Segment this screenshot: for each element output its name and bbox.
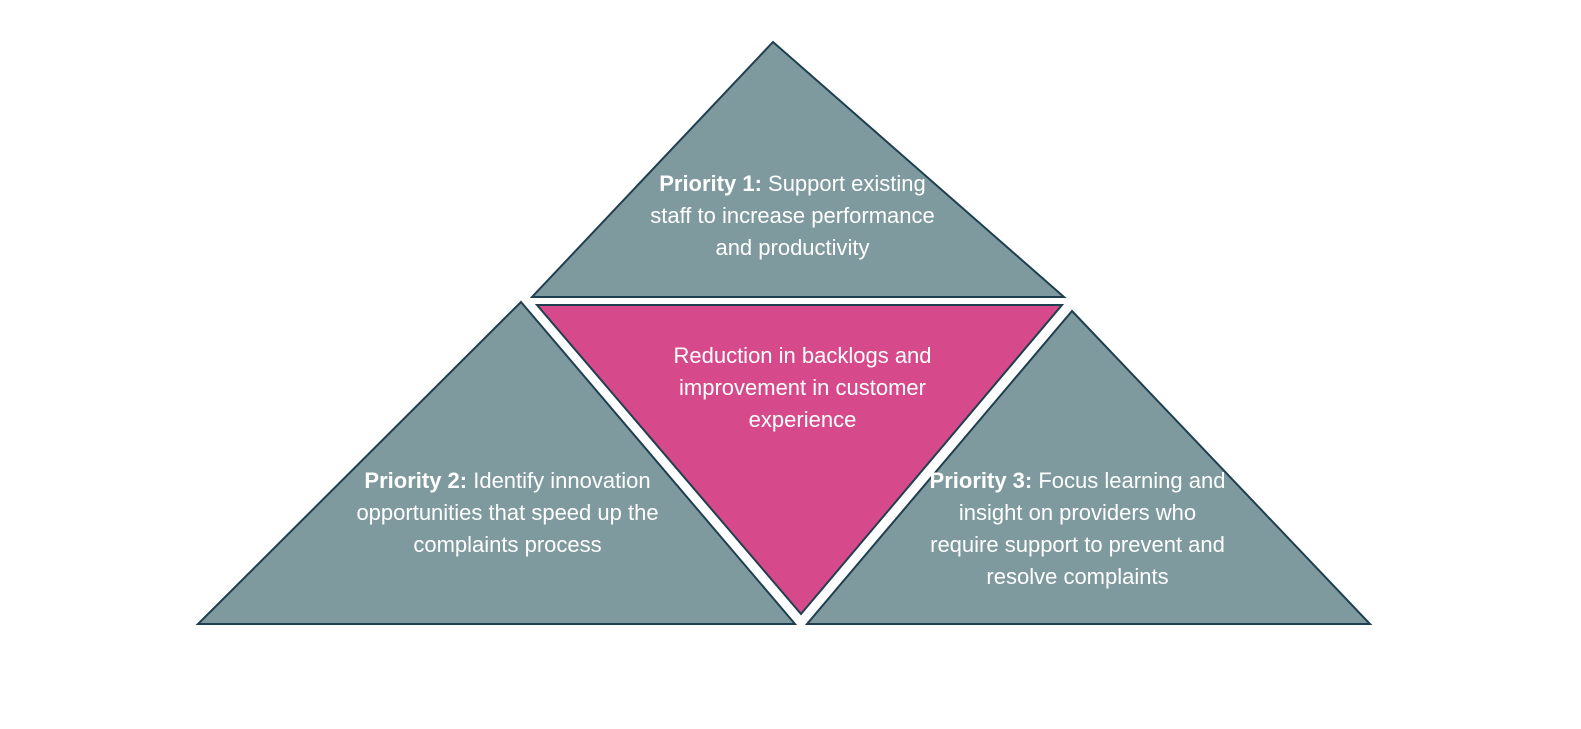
priority-1-label: Priority 1: Support existing staff to in… — [640, 168, 945, 264]
priority-3-heading: Priority 3: — [929, 468, 1033, 493]
outcome-text: Reduction in backlogs and improvement in… — [673, 343, 932, 432]
priority-1-heading: Priority 1: — [659, 171, 762, 196]
priority-2-heading: Priority 2: — [364, 468, 468, 493]
priority-3-text: Focus learning and insight on providers … — [930, 468, 1226, 589]
outcome-label: Reduction in backlogs and improvement in… — [630, 340, 975, 436]
priority-1-triangle — [529, 40, 1067, 298]
outcome-triangle — [534, 304, 1065, 616]
priority-1-text: Support existing staff to increase perfo… — [650, 171, 935, 260]
priority-2-text: Identify innovation opportunities that s… — [356, 468, 659, 557]
priority-2-triangle — [195, 300, 798, 625]
priority-2-label: Priority 2: Identify innovation opportun… — [355, 465, 660, 561]
priority-3-label: Priority 3: Focus learning and insight o… — [925, 465, 1230, 593]
priority-3-triangle — [804, 309, 1373, 625]
